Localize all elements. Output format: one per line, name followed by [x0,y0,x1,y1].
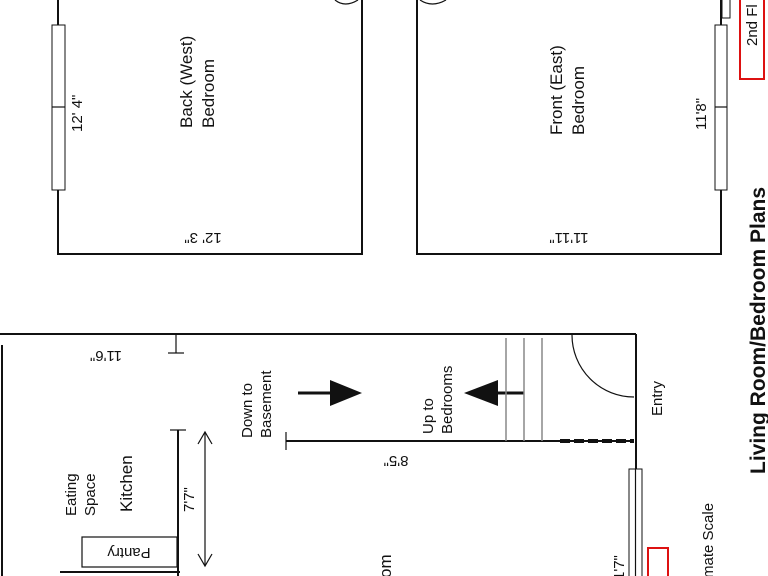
floor-tag: 2nd Fl [739,0,765,80]
back-bedroom-label-line1: Back (West) [177,36,196,128]
floor-tag-box [739,0,765,80]
kitchen-dimension-label: 7'7" [181,487,198,512]
front-bedroom-width-dimension: 11'11" [549,229,588,246]
front-bedroom-wall-stub [721,0,731,19]
up-arrow-icon [464,380,498,406]
kitchen-dim-arrow-top [197,430,213,445]
front-bedroom-label-line2: Bedroom [569,66,588,135]
eating-space-line2: Space [82,473,99,516]
eating-space-line1: Eating [63,473,80,516]
top-dimension-label: 11'6" [90,347,122,364]
back-bedroom-label-line2: Bedroom [199,59,218,128]
back-bedroom: Back (West) Bedroom 12' 3" 12' 4" [51,0,363,255]
living-room-label-fragment: om [376,554,395,576]
down-arrow-icon [330,380,362,406]
back-bedroom-door-swing [334,0,359,5]
entry-label: Entry [649,380,666,416]
first-floor: 11'6" 7'7" Kitchen Eating Space Pantry 8… [0,333,717,576]
down-to-basement-line2: Basement [258,370,275,438]
up-to-bedrooms-line1: Up to [420,398,437,434]
front-bedroom-side-dimension: 11'8" [693,98,710,130]
front-bedroom: Front (East) Bedroom 11'11" 11'8" [416,0,731,255]
bottom-dimension-fragment: 1'7" [611,555,628,576]
back-bedroom-width-dimension: 12' 3" [184,229,221,246]
down-to-basement-line1: Down to [239,383,256,438]
back-bedroom-side-dimension: 12' 4" [69,95,86,132]
front-bedroom-label-line1: Front (East) [547,45,566,135]
scale-box [647,547,669,576]
approximate-scale-fragment: mate Scale [700,503,717,576]
kitchen-dim-arrow-bottom [197,553,213,568]
kitchen-label: Kitchen [117,455,136,512]
floor-tag-label: 2nd Fl [744,4,761,46]
front-bedroom-door-swing [419,0,447,5]
entry-door-swing [571,334,635,398]
plan-title: Living Room/Bedroom Plans [747,187,768,474]
stair-dimension-label: 8'5" [384,452,409,469]
pantry-box [81,536,178,568]
pantry-label: Pantry [107,544,151,561]
up-to-bedrooms-line2: Bedrooms [439,366,456,434]
